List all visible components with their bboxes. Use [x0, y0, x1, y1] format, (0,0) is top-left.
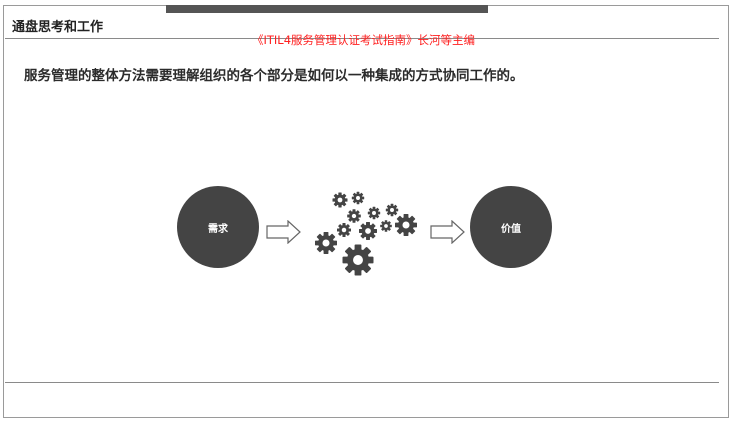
- gear-icon: [385, 203, 399, 217]
- gear-icon: [351, 191, 365, 205]
- book-reference: 《ITIL4服务管理认证考试指南》长河等主编: [252, 33, 476, 47]
- main-statement: 服务管理的整体方法需要理解组织的各个部分是如何以一种集成的方式协同工作的。: [24, 68, 524, 84]
- gear-icon: [337, 223, 351, 237]
- value-circle: 价值: [470, 186, 552, 268]
- footer-divider: [5, 382, 719, 383]
- demand-label: 需求: [208, 223, 228, 235]
- gear-icon: [395, 214, 417, 236]
- right-arrow-icon: [266, 220, 301, 244]
- header-divider: [5, 38, 719, 39]
- gear-icon: [315, 232, 337, 254]
- section-title: 通盘思考和工作: [12, 20, 104, 35]
- gear-icon: [367, 206, 381, 220]
- gear-icon: [380, 220, 392, 232]
- value-label: 价值: [501, 223, 521, 235]
- slide: [3, 5, 729, 418]
- gear-icon: [359, 222, 377, 240]
- gear-icon: [342, 244, 374, 276]
- gear-icon: [332, 192, 348, 208]
- demand-circle: 需求: [177, 186, 259, 268]
- gear-icon: [347, 209, 361, 223]
- right-arrow-icon: [430, 220, 465, 244]
- top-bar: [166, 5, 488, 13]
- gears-icon: [315, 191, 417, 276]
